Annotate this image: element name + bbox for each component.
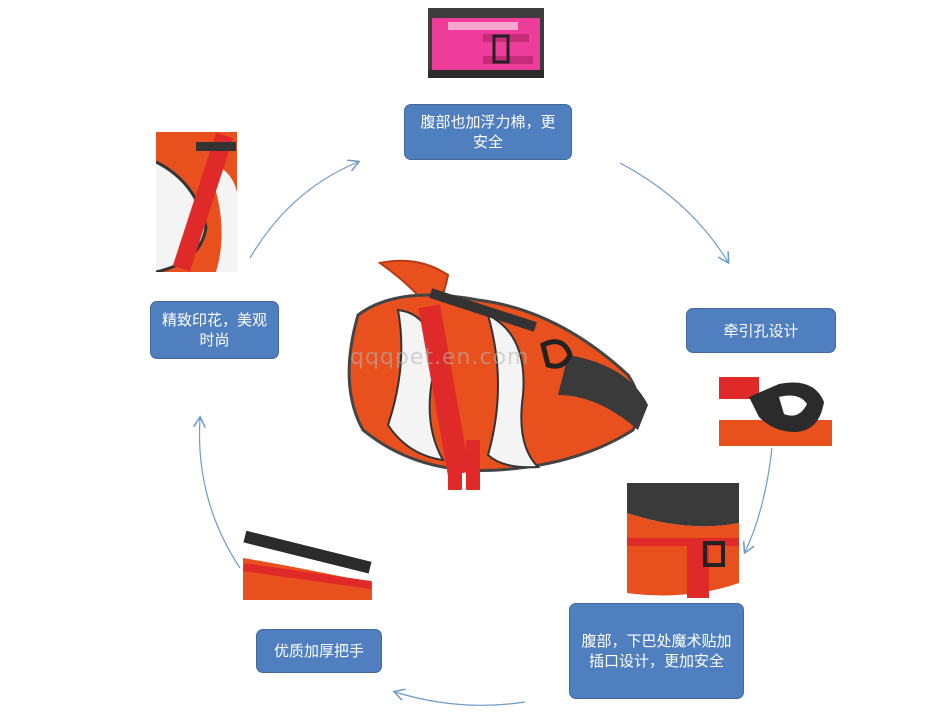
label-leash-hole: 牵引孔设计 — [686, 308, 836, 353]
print-pattern-photo — [156, 132, 237, 272]
arrow-top-right — [619, 162, 728, 262]
watermark-text: qqqpet.en.com — [350, 345, 530, 370]
arrow-right-down — [745, 447, 773, 552]
thick-handle-photo — [243, 528, 372, 600]
label-print-style: 精致印花，美观时尚 — [150, 301, 279, 359]
leash-ring-photo — [719, 372, 832, 446]
chin-velcro-photo — [627, 483, 739, 601]
arrow-bottom — [395, 692, 526, 706]
dog-life-vest-main-photo — [338, 255, 658, 495]
label-thick-handle: 优质加厚把手 — [256, 629, 382, 673]
label-belly-float: 腹部也加浮力棉，更安全 — [404, 104, 572, 160]
label-chin-velcro: 腹部，下巴处魔术贴加插口设计，更加安全 — [569, 603, 744, 699]
belly-float-photo — [428, 8, 544, 78]
arrow-left-up — [200, 418, 241, 569]
arrow-top-left — [249, 162, 358, 259]
